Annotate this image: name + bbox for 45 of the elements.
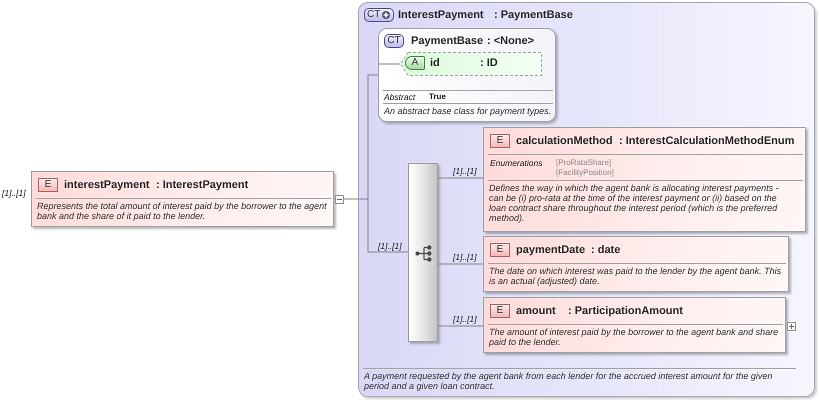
complex-type-badge: CT — [384, 34, 404, 48]
property-label: Abstract — [384, 92, 416, 102]
multiplicity-label: [1]..[1] — [2, 188, 26, 198]
complex-type-name: PaymentBase — [411, 34, 484, 48]
multiplicity-label: [1]..[1] — [453, 166, 477, 176]
badge-label: CT — [367, 9, 380, 21]
type-reference: : ParticipationAmount — [568, 304, 683, 318]
complex-type-name: InterestPayment — [398, 8, 484, 22]
multiplicity-label: [1]..[1] — [453, 252, 477, 262]
type-reference: : date — [591, 243, 620, 257]
element-badge: E — [490, 243, 510, 257]
property-label: Enumerations — [490, 158, 542, 168]
complex-type-box — [378, 28, 556, 122]
attribute-badge: A — [405, 56, 425, 70]
element-name: amount — [516, 304, 556, 318]
description: A payment requested by the agent bank from each lender for the accrued interest amount for the given period and a given loan contract. — [364, 371, 774, 391]
attribute-box — [400, 52, 542, 76]
element-box — [483, 127, 806, 232]
element-badge: E — [38, 178, 58, 192]
description: An abstract base class for payment types. — [384, 106, 552, 116]
element-box — [483, 236, 789, 292]
description: Represents the total amount of interest paid by the borrower to the agent bank and the share of it paid to the lender. — [37, 201, 328, 221]
element-badge: E — [490, 134, 510, 148]
sequence-bar — [408, 163, 438, 342]
type-reference: : <None> — [487, 34, 534, 48]
type-reference: : ID — [480, 56, 498, 70]
type-reference: : InterestPayment — [156, 178, 248, 192]
element-name: calculationMethod — [516, 134, 613, 148]
attribute-name: id — [430, 56, 440, 70]
type-reference: : PaymentBase — [494, 8, 573, 22]
enumeration-value: [FacilityPosition] — [556, 168, 614, 178]
description: The date on which interest was paid to the lender by the agent bank. This is an actual (adjusted) date. — [489, 266, 782, 286]
complex-type-panel — [358, 2, 815, 397]
multiplicity-label: [1]..[1] — [378, 241, 402, 251]
description: The amount of interest paid by the borrower to the agent bank and share paid to the lender. — [489, 327, 780, 347]
element-box — [483, 297, 786, 353]
enumeration-value: [ProRataShare] — [556, 158, 612, 168]
multiplicity-label: [1]..[1] — [453, 314, 477, 324]
property-value: True — [429, 92, 446, 102]
description: Defines the way in which the agent bank is allocating interest payments - can be (i) pro-rata at the time of the interest payment or (ii) based on the loan contract share throughout the interest period (which is the preferred method). — [489, 183, 780, 223]
element-name: interestPayment — [64, 178, 150, 192]
element-badge: E — [490, 304, 510, 318]
element-name: paymentDate — [516, 243, 586, 257]
element-box — [31, 171, 334, 227]
type-reference: : InterestCalculationMethodEnum — [619, 134, 794, 148]
